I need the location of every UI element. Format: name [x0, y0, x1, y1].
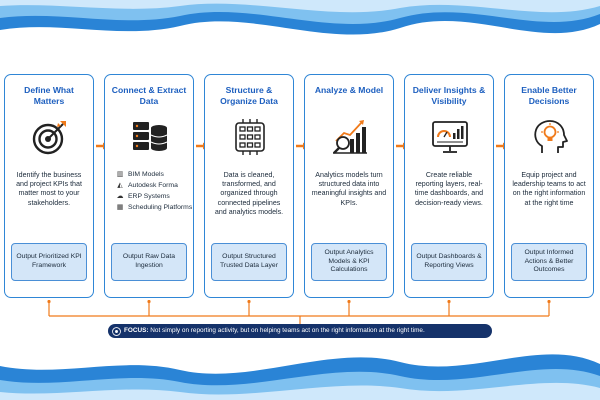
stage-card-define: Define What Matters Identify the busines… — [4, 74, 94, 298]
stage-description: Data is cleaned, transformed, and organi… — [214, 171, 284, 216]
stage-output-box: Output Structured Trusted Data Layer — [211, 243, 287, 281]
analytics-magnifier-icon — [333, 120, 367, 154]
autodesk-icon: ◭ — [117, 182, 123, 189]
stage-output-label: Output Raw Data Ingestion — [122, 253, 176, 269]
source-item: ☁ERP Systems — [116, 193, 170, 200]
stage-output-label: Output Structured Trusted Data Layer — [220, 253, 278, 269]
stage-card-deliver: Deliver Insights & Visibility Create rel… — [404, 74, 494, 298]
stage-card-analyze: Analyze & Model Analytics models turn st… — [304, 74, 394, 298]
stage-output-label: Output Analytics Models & KPI Calculatio… — [324, 249, 374, 274]
server-database-icon — [133, 122, 168, 151]
stage-description: Equip project and leadership teams to ac… — [512, 171, 586, 207]
stage-card-structure: Structure & Organize Data Data is cleane… — [204, 74, 294, 298]
focus-text: Not simply on reporting activity, but on… — [150, 327, 425, 334]
stage-output-box: Output Dashboards & Reporting Views — [411, 243, 487, 281]
stage-card-enable: Enable Better Decisions Equip project an… — [504, 74, 594, 298]
stage-title: Analyze & Model — [314, 85, 384, 95]
stage-card-connect: Connect & Extract Data ▥BIM Models ◭Auto… — [104, 74, 194, 298]
lightbulb-head-icon — [534, 120, 568, 153]
building-icon: ▥ — [116, 171, 124, 178]
stage-output-box: Output Prioritized KPI Framework — [11, 243, 87, 281]
calendar-icon: ▦ — [116, 204, 124, 211]
target-icon — [32, 121, 66, 155]
stage-output-box: Output Raw Data Ingestion — [111, 243, 187, 281]
process-stages: Define What Matters Identify the busines… — [4, 74, 596, 300]
source-list: ▥BIM Models ◭Autodesk Forma ☁ERP Systems… — [115, 171, 193, 215]
stage-output-label: Output Dashboards & Reporting Views — [416, 253, 482, 269]
focus-label: FOCUS: — [124, 327, 149, 334]
stage-title: Structure & Organize Data — [220, 85, 278, 106]
data-grid-icon — [235, 119, 265, 155]
focus-eye-icon — [112, 326, 121, 336]
top-wave-decoration — [0, 0, 600, 35]
bottom-wave-decoration — [0, 354, 600, 400]
stage-description: Identify the business and project KPIs t… — [16, 171, 82, 207]
stage-title: Connect & Extract Data — [111, 85, 187, 106]
stage-description: Create reliable reporting layers, real-t… — [414, 171, 484, 207]
stage-title: Deliver Insights & Visibility — [412, 85, 486, 106]
dashboard-monitor-icon — [432, 121, 468, 153]
source-item: ▥BIM Models — [116, 171, 164, 178]
cloud-icon: ☁ — [116, 193, 124, 200]
stage-description: Analytics models turn structured data in… — [311, 171, 387, 207]
stage-output-label: Output Informed Actions & Better Outcome… — [524, 249, 574, 274]
stage-output-box: Output Analytics Models & KPI Calculatio… — [311, 243, 387, 281]
source-item: ◭Autodesk Forma — [115, 182, 193, 191]
stage-output-box: Output Informed Actions & Better Outcome… — [511, 243, 587, 281]
source-item: ▦Scheduling Platforms — [116, 204, 193, 211]
stage-title: Enable Better Decisions — [521, 85, 577, 106]
stage-output-label: Output Prioritized KPI Framework — [16, 253, 82, 269]
focus-banner: FOCUS: Not simply on reporting activity,… — [108, 324, 492, 338]
focus-connector-lines — [47, 300, 551, 324]
stage-title: Define What Matters — [24, 85, 74, 106]
